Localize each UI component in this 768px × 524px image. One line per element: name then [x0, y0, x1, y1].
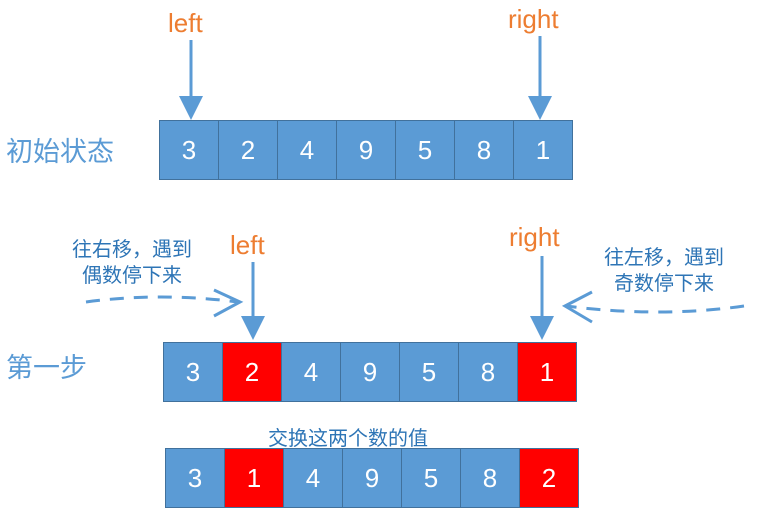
initial-state-label: 初始状态	[6, 137, 114, 168]
down-arrow-icon	[528, 36, 552, 120]
right-pointer-label: right	[508, 4, 559, 34]
array-cell-highlighted: 1	[224, 448, 284, 508]
array-cell: 9	[340, 342, 400, 402]
array-cell: 5	[399, 342, 459, 402]
left-move-note: 往右移，遇到 偶数停下来	[72, 236, 192, 288]
swapped-array: 3 1 4 9 5 8 2	[165, 448, 579, 508]
initial-array: 3 2 4 9 5 8 1	[159, 120, 573, 180]
array-cell: 8	[460, 448, 520, 508]
array-cell-highlighted: 1	[517, 342, 577, 402]
array-cell: 2	[218, 120, 278, 180]
array-cell-highlighted: 2	[519, 448, 579, 508]
array-cell: 1	[513, 120, 573, 180]
array-cell: 5	[401, 448, 461, 508]
down-arrow-icon	[179, 40, 203, 120]
note-line: 往左移，遇到	[604, 245, 724, 269]
step1-label: 第一步	[6, 353, 87, 384]
array-cell: 8	[458, 342, 518, 402]
array-cell-highlighted: 2	[222, 342, 282, 402]
down-arrow-icon	[530, 256, 554, 340]
down-arrow-icon	[241, 262, 265, 340]
right-pointer-label: right	[509, 222, 560, 252]
array-cell: 3	[165, 448, 225, 508]
dashed-arrow-left-icon	[561, 290, 745, 324]
array-cell: 3	[163, 342, 223, 402]
dashed-arrow-right-icon	[85, 288, 244, 318]
left-pointer-label: left	[168, 8, 203, 38]
note-line: 偶数停下来	[82, 263, 182, 287]
note-line: 奇数停下来	[614, 271, 714, 295]
left-pointer-label: left	[230, 230, 265, 260]
note-line: 往右移，遇到	[72, 237, 192, 261]
step1-array: 3 2 4 9 5 8 1	[163, 342, 577, 402]
swap-caption: 交换这两个数的值	[268, 426, 428, 450]
array-cell: 5	[395, 120, 455, 180]
array-cell: 8	[454, 120, 514, 180]
right-move-note: 往左移，遇到 奇数停下来	[604, 244, 724, 296]
